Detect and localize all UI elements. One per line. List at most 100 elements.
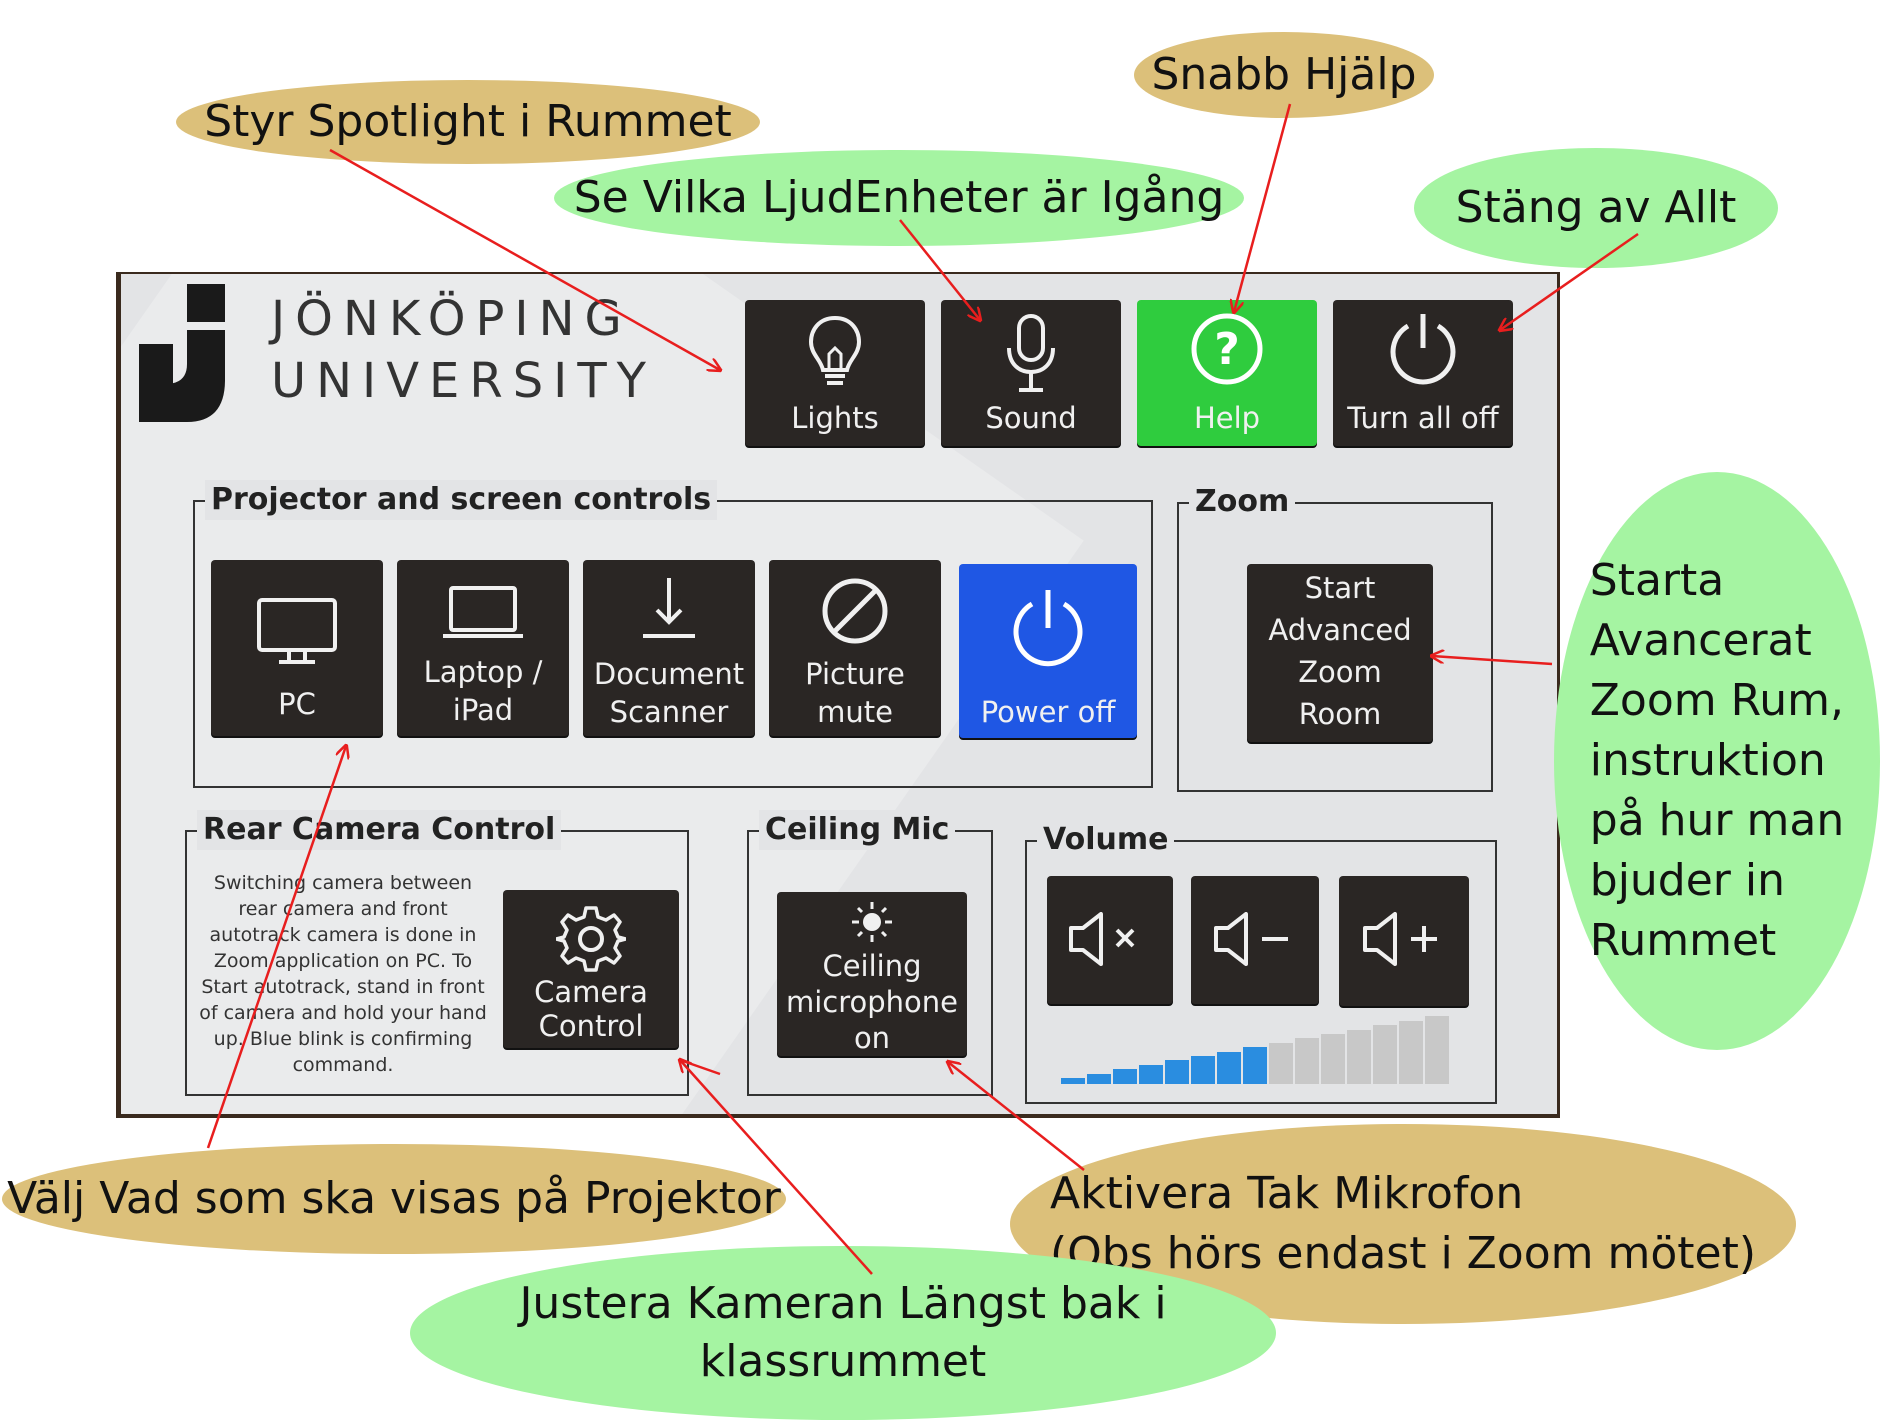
ceiling-mic-label-line3: on	[853, 1021, 891, 1055]
zoom-group-title: Zoom	[1189, 482, 1296, 522]
touch-panel-screen: JÖNKÖPING UNIVERSITY Lights Sound ? Help	[121, 274, 1557, 1114]
start-advanced-zoom-room-button[interactable]: Start Advanced Zoom Room	[1247, 564, 1433, 742]
volume-level-bar	[1373, 1025, 1397, 1084]
callout-camera-text: Justera Kameran Längst bak i klassrummet	[519, 1275, 1166, 1391]
rear-camera-info-line: up. Blue blink is confirming	[213, 1028, 473, 1050]
camera-control-label-line2: Control	[538, 1009, 644, 1043]
gear-icon	[556, 906, 626, 972]
callout-all-off-text: Stäng av Allt	[1455, 182, 1737, 233]
callout-ceiling-mic-line1: Aktivera Tak Mikrofon	[1049, 1168, 1524, 1219]
volume-level-bar	[1061, 1078, 1085, 1084]
power-icon	[1390, 314, 1456, 385]
volume-level-bar	[1295, 1038, 1319, 1084]
zoom-label-line4: Room	[1298, 697, 1382, 731]
logo-line-1: JÖNKÖPING	[271, 291, 632, 347]
svg-text:?: ?	[1214, 324, 1240, 375]
rear-camera-info: Switching camera between rear camera and…	[199, 870, 487, 1086]
volume-level-bar	[1217, 1051, 1241, 1084]
microphone-icon	[1007, 314, 1055, 392]
ju-logo-icon	[139, 284, 225, 422]
ceiling-mic-label-line1: Ceiling	[822, 949, 922, 983]
callout-ceiling-mic-text: Aktivera Tak Mikrofon (Obs hörs endast i…	[1050, 1164, 1756, 1284]
volume-level-bar	[1243, 1047, 1267, 1084]
callout-camera-line2: klassrummet	[699, 1336, 987, 1387]
zoom-label-line1: Start	[1304, 571, 1376, 605]
ceiling-mic-group-title: Ceiling Mic	[759, 810, 956, 850]
projector-power-off-button[interactable]: Power off	[959, 564, 1137, 738]
volume-level-bar	[1347, 1029, 1371, 1084]
projector-group: Projector and screen controls	[193, 480, 1153, 788]
sound-button[interactable]: Sound	[941, 300, 1121, 446]
turn-all-off-label: Turn all off	[1347, 401, 1499, 435]
callout-zoom-line: Rummet	[1589, 915, 1777, 966]
callout-zoom-line: bjuder in	[1589, 855, 1785, 906]
speaker-minus-icon	[1214, 912, 1288, 966]
volume-level-bar	[1191, 1056, 1215, 1084]
callout-projector: Välj Vad som ska visas på Projektor	[2, 1144, 786, 1254]
callout-projector-text: Välj Vad som ska visas på Projektor	[7, 1173, 781, 1224]
rear-camera-info-line: command.	[292, 1054, 394, 1076]
help-label: Help	[1193, 401, 1261, 435]
lights-label: Lights	[791, 401, 879, 435]
zoom-label-line3: Zoom	[1298, 655, 1382, 689]
source-document-scanner-label-line1: Document	[593, 657, 745, 691]
rear-camera-info-line: Start autotrack, stand in front	[201, 976, 485, 998]
picture-mute-label-line1: Picture	[805, 657, 905, 691]
rear-camera-group-title: Rear Camera Control	[197, 810, 562, 850]
callout-ceiling-mic-line2: (Obs hörs endast i Zoom mötet)	[1049, 1228, 1757, 1279]
speaker-mute-icon	[1069, 912, 1135, 966]
zoom-group: Zoom	[1177, 482, 1493, 792]
callout-camera: Justera Kameran Längst bak i klassrummet	[410, 1246, 1276, 1420]
callout-spotlight-text: Styr Spotlight i Rummet	[204, 96, 732, 147]
ceiling-mic-group: Ceiling Mic	[747, 810, 993, 1096]
callout-help: Snabb Hjälp	[1134, 32, 1434, 118]
volume-level-bar	[1165, 1060, 1189, 1084]
callout-camera-line1: Justera Kameran Längst bak i	[519, 1278, 1167, 1329]
sound-label: Sound	[985, 401, 1077, 435]
source-pc-button[interactable]: PC	[211, 560, 383, 736]
help-icon: ?	[1191, 313, 1263, 385]
callout-spotlight: Styr Spotlight i Rummet	[176, 80, 760, 164]
lights-button[interactable]: Lights	[745, 300, 925, 446]
volume-group: Volume	[1025, 820, 1497, 1104]
volume-mute-button[interactable]	[1047, 876, 1173, 1004]
volume-up-button[interactable]	[1339, 876, 1469, 1006]
callout-help-text: Snabb Hjälp	[1151, 49, 1417, 100]
help-button[interactable]: ? Help	[1137, 300, 1317, 446]
volume-level-bar	[1087, 1073, 1111, 1084]
callout-zoom-line: Avancerat	[1589, 615, 1812, 666]
rear-camera-info-line: Zoom application on PC. To	[213, 950, 473, 972]
camera-control-button[interactable]: Camera Control	[503, 890, 679, 1048]
logo-line-2: UNIVERSITY	[271, 353, 656, 409]
volume-level-bar	[1269, 1042, 1293, 1084]
laptop-icon	[443, 586, 523, 638]
rear-camera-info-line: rear camera and front	[238, 898, 448, 920]
rear-camera-info-line: Switching camera between	[213, 872, 473, 894]
callout-zoom-line: Starta	[1589, 555, 1725, 606]
callout-zoom-line: Zoom Rum,	[1589, 675, 1844, 726]
picture-mute-button[interactable]: Picture mute	[769, 560, 941, 736]
source-document-scanner-button[interactable]: Document Scanner	[583, 560, 755, 736]
power-icon	[1013, 590, 1083, 667]
turn-all-off-button[interactable]: Turn all off	[1333, 300, 1513, 446]
source-laptop-label-line1: Laptop /	[423, 655, 543, 689]
ceiling-microphone-on-button[interactable]: Ceiling microphone on	[777, 892, 967, 1056]
speaker-plus-icon	[1363, 912, 1437, 966]
callout-zoom-line: på hur man	[1589, 795, 1845, 846]
callout-all-off: Stäng av Allt	[1414, 148, 1778, 268]
source-laptop-label-line2: iPad	[452, 693, 514, 727]
volume-level-bar	[1139, 1064, 1163, 1084]
prohibited-icon	[822, 578, 888, 644]
ceiling-mic-label-line2: microphone	[785, 985, 959, 1019]
sun-icon	[852, 902, 892, 942]
volume-group-title: Volume	[1037, 820, 1175, 860]
callout-zoom: Starta Avancerat Zoom Rum, instruktion p…	[1554, 472, 1880, 1050]
source-laptop-button[interactable]: Laptop / iPad	[397, 560, 569, 736]
picture-mute-label-line2: mute	[817, 695, 893, 729]
zoom-label-line2: Advanced	[1268, 613, 1412, 647]
callout-sound-text: Se Vilka LjudEnheter är Igång	[573, 172, 1225, 223]
download-arrow-icon	[643, 578, 695, 638]
callout-sound: Se Vilka LjudEnheter är Igång	[554, 150, 1244, 246]
volume-level-meter	[1061, 1014, 1461, 1084]
volume-down-button[interactable]	[1191, 876, 1319, 1004]
